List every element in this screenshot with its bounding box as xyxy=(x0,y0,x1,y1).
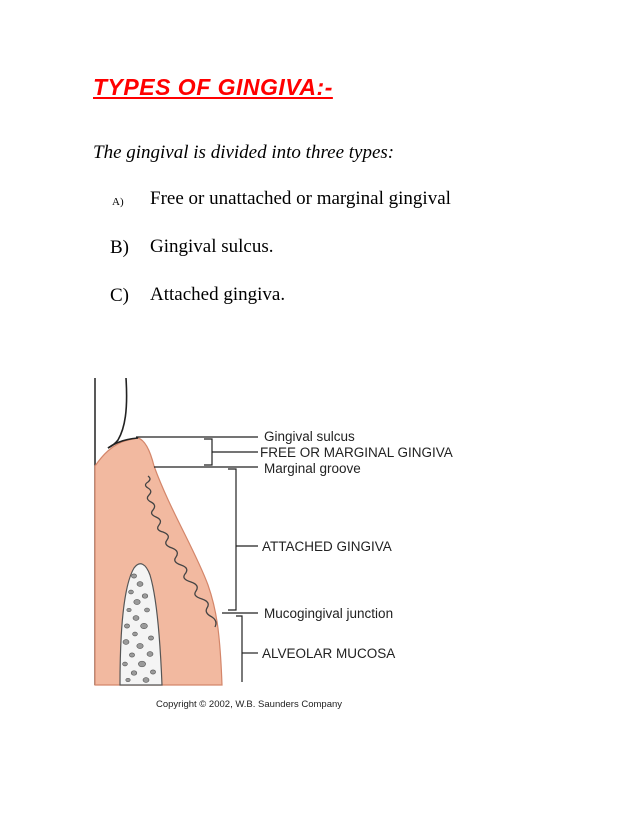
page-title: TYPES OF GINGIVA:- xyxy=(93,74,333,100)
intro-text: The gingival is divided into three types… xyxy=(93,142,395,163)
bone-trabecula xyxy=(125,677,131,683)
rete-ridges-line xyxy=(144,475,217,628)
bone-trabecula xyxy=(122,639,130,645)
bone-trabecula xyxy=(150,669,156,675)
bone-trabecula xyxy=(136,581,144,587)
bone-trabecula xyxy=(146,651,154,657)
list-item-text: Attached gingiva. xyxy=(150,284,286,305)
bone-trabecula xyxy=(122,661,128,667)
bone-trabecula xyxy=(132,631,138,637)
bone-trabecula xyxy=(130,670,138,676)
label-attached-gingiva: ATTACHED GINGIVA xyxy=(262,539,392,554)
bone-trabecula xyxy=(124,623,130,629)
bone-trabecula xyxy=(128,589,134,595)
list-item-text: Gingival sulcus. xyxy=(150,236,274,257)
tooth-outline xyxy=(107,377,128,449)
list-marker: C) xyxy=(110,285,129,306)
label-alveolar-mucosa: ALVEOLAR MUCOSA xyxy=(262,646,395,661)
bone-trabecula xyxy=(142,677,150,683)
bone-trabecula xyxy=(131,573,137,579)
leader-lines xyxy=(136,436,258,682)
bone-trabecula xyxy=(132,615,140,621)
bone-trabecula xyxy=(138,660,146,668)
free-gingiva-bracket xyxy=(204,438,213,466)
bone-trabecula xyxy=(129,652,135,658)
label-marginal-groove: Marginal groove xyxy=(264,461,361,476)
attached-gingiva-bracket xyxy=(228,468,237,611)
bone-trabeculae xyxy=(122,573,156,683)
label-gingival-sulcus: Gingival sulcus xyxy=(264,429,355,444)
list-marker: B) xyxy=(110,237,129,258)
sulcus-line xyxy=(107,437,139,449)
gingiva-diagram-svg: Gingival sulcus FREE OR MARGINAL GINGIVA… xyxy=(94,377,453,710)
bone-trabecula xyxy=(133,599,141,605)
bone-trabecula xyxy=(126,607,132,613)
bone-trabecula xyxy=(148,635,154,641)
bone-trabecula xyxy=(140,622,148,630)
alveolar-bracket xyxy=(236,615,243,682)
bone-trabecula xyxy=(141,593,149,599)
list-marker: A) xyxy=(112,196,124,208)
list-item-text: Free or unattached or marginal gingival xyxy=(150,188,451,209)
bone-trabecula xyxy=(136,643,144,649)
copyright-caption: Copyright © 2002, W.B. Saunders Company xyxy=(156,699,342,710)
bone-trabecula xyxy=(144,607,150,613)
label-free-gingiva: FREE OR MARGINAL GINGIVA xyxy=(260,445,453,460)
label-mucogingival-junction: Mucogingival junction xyxy=(264,606,393,621)
gingiva-diagram: Gingival sulcus FREE OR MARGINAL GINGIVA… xyxy=(90,370,490,715)
